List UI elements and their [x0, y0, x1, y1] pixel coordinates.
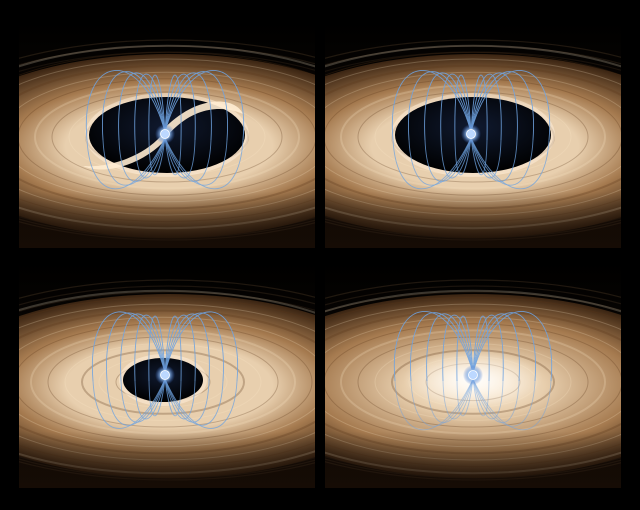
- panel-small-gap: [19, 262, 315, 488]
- disk-scene: [325, 262, 621, 488]
- disk-scene: [325, 22, 621, 248]
- panel-large-gap-with-stream: [19, 22, 315, 248]
- disk-scene: [19, 262, 315, 488]
- magnetic-field-lines: [85, 70, 245, 190]
- magnetic-field-lines: [91, 311, 239, 429]
- magnetic-field-lines: [393, 311, 553, 431]
- disk-scene: [19, 22, 315, 248]
- magnetic-field-lines: [391, 70, 551, 190]
- panel-large-gap: [325, 22, 621, 248]
- panel-no-gap: [325, 262, 621, 488]
